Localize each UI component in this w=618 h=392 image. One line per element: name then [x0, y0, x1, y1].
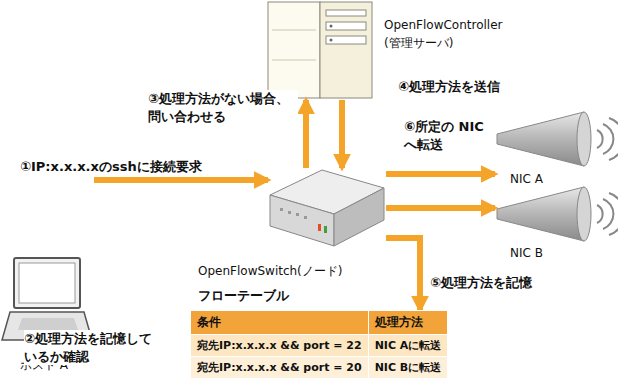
step-label: ①IP:x.x.x.xのsshに接続要求	[20, 158, 202, 176]
table-cell: 宛先IP:x.x.x.x && port = 20	[191, 357, 369, 379]
table-cell: NIC Aに転送	[368, 335, 448, 357]
server-icon	[268, 2, 372, 98]
node-label: NIC A	[510, 172, 543, 186]
flow-arrow	[303, 100, 309, 168]
flow-arrow	[94, 177, 268, 183]
table-cell: 条件	[191, 311, 369, 335]
table-cell: 宛先IP:x.x.x.x && port = 22	[191, 335, 369, 357]
flow-arrow	[386, 238, 420, 310]
node-label: フローテーブル	[198, 288, 289, 304]
switch-icon	[270, 170, 384, 246]
antenna-icon	[497, 112, 618, 241]
node-label: NIC B	[510, 246, 543, 260]
nic-node: NIC A	[495, 108, 618, 188]
nic-node: NIC B	[495, 190, 618, 260]
node-label: OpenFlowSwitch(ノード)	[198, 264, 342, 278]
flow-arrow	[339, 100, 345, 168]
step-label: ⑤処理方法を記憶	[430, 274, 532, 292]
step-note: ②処理方法を記憶しているか確認	[24, 330, 164, 365]
node-label: OpenFlowController	[384, 18, 502, 32]
flow-table-grid: 条件処理方法宛先IP:x.x.x.x && port = 22NIC Aに転送宛…	[190, 310, 448, 379]
step-label: ③処理方法がない場合、問い合わせる	[148, 90, 298, 125]
node-sublabel: (管理サーバ)	[384, 36, 453, 50]
step-label: ⑥所定の NICへ転送	[404, 118, 484, 153]
flow-table: フローテーブル条件処理方法宛先IP:x.x.x.x && port = 22NI…	[190, 310, 449, 379]
switch-node: OpenFlowSwitch(ノード)	[268, 168, 386, 248]
table-cell: 処理方法	[368, 311, 448, 335]
table-cell: NIC Bに転送	[368, 357, 448, 379]
flow-arrow	[386, 205, 495, 211]
server-node: OpenFlowController(管理サーバ)	[266, 0, 374, 100]
step-label: ④処理方法を送信	[398, 78, 500, 96]
flow-arrow	[386, 171, 495, 177]
laptop-icon	[2, 258, 92, 340]
